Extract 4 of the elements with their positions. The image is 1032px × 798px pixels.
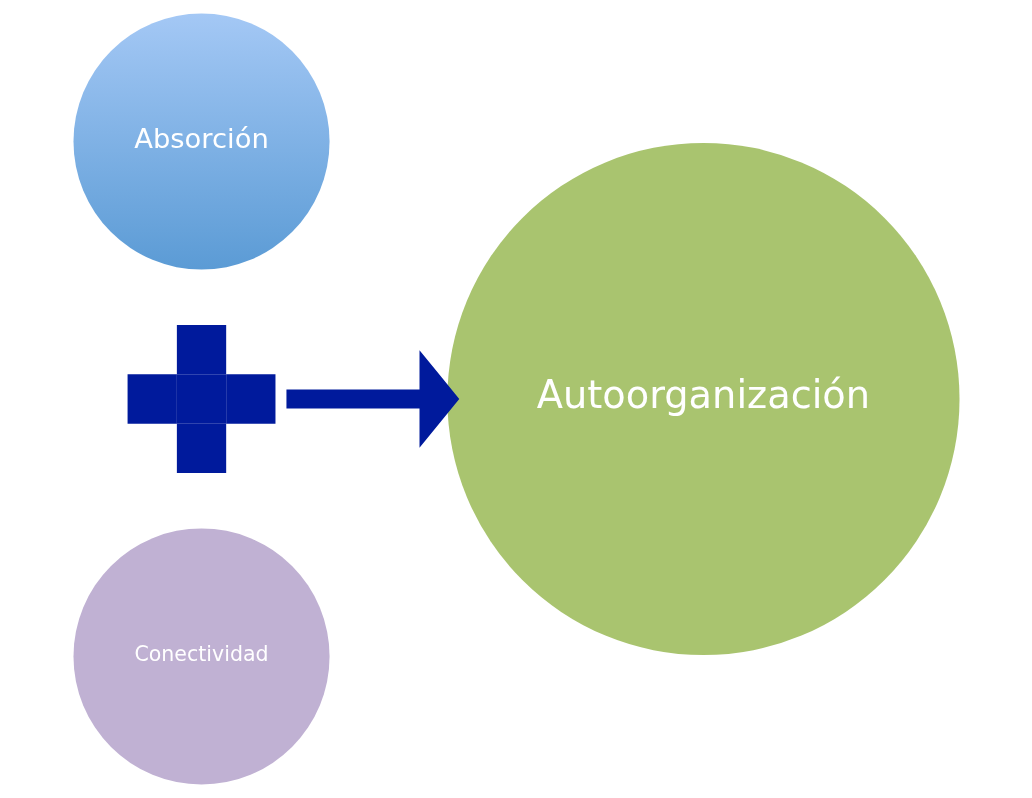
arrow <box>285 350 459 448</box>
node-circle: Conectividad <box>73 528 330 785</box>
node-circle: Autoorganización <box>446 142 959 656</box>
node-circle: Absorción <box>73 13 330 270</box>
